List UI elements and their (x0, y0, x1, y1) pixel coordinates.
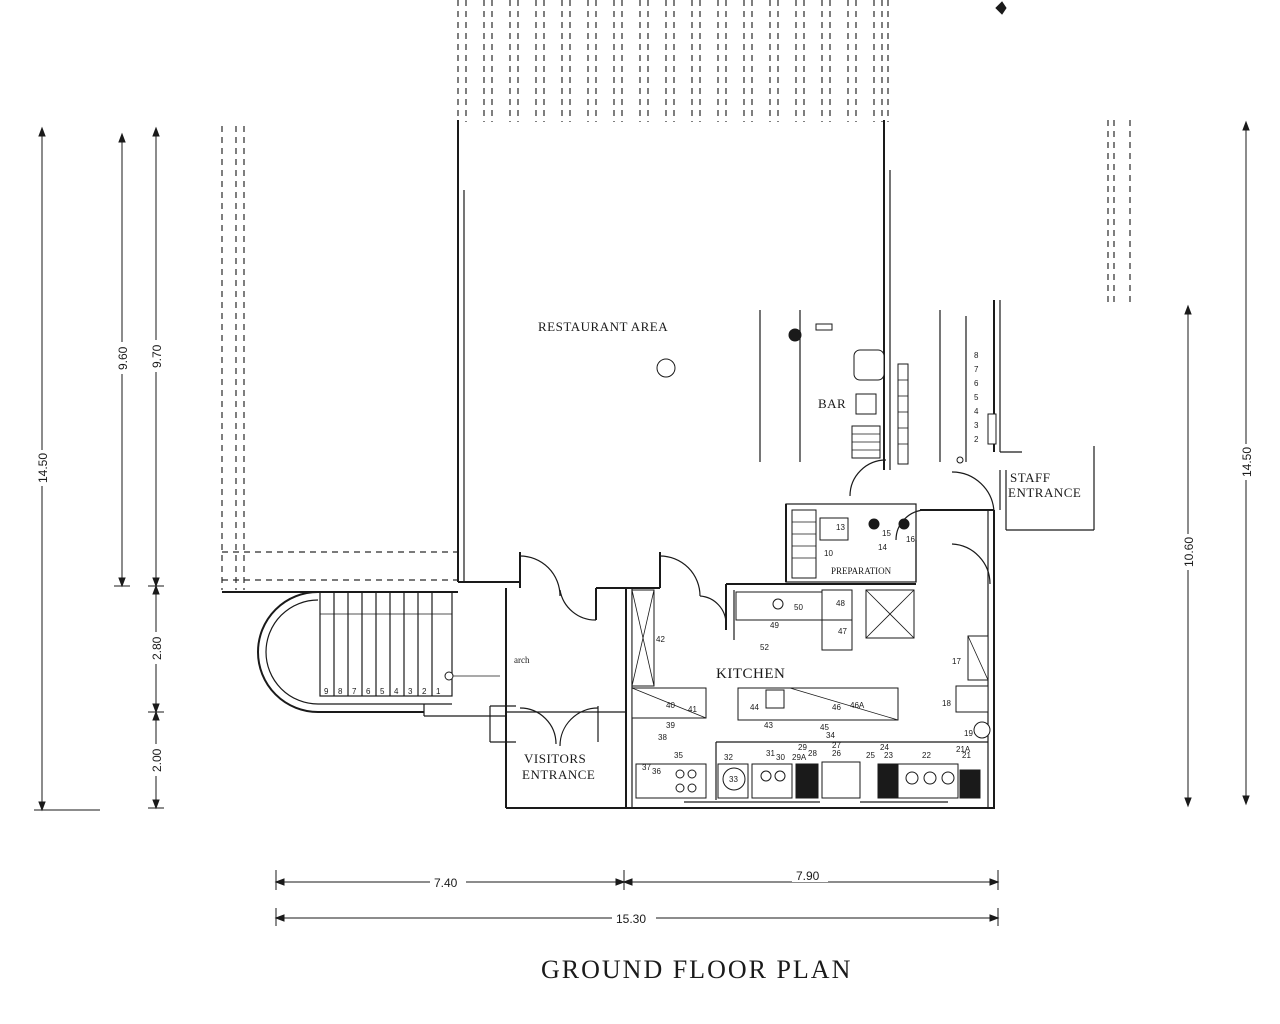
bar-number-4: 4 (974, 407, 979, 416)
eq-num-24: 24 (880, 743, 889, 752)
eq-num-21: 21 (962, 751, 971, 760)
room-labels: RESTAURANT AREA BAR PREPARATION KITCHEN … (514, 319, 1081, 782)
eq-num-27: 27 (832, 741, 841, 750)
eq-num-16: 16 (906, 535, 915, 544)
bar-equipment (788, 323, 997, 465)
bar-number-5: 5 (974, 393, 979, 402)
bar-number-8: 8 (974, 351, 979, 360)
eq-num-31: 31 (766, 749, 775, 758)
bar-number-2: 2 (974, 435, 979, 444)
eq-num-19: 19 (964, 729, 973, 738)
eq-num-29: 29 (798, 743, 807, 752)
dim-bottom-left: 7.40 (434, 876, 458, 890)
stair-step-5: 5 (380, 687, 385, 696)
eq-num-26: 26 (832, 749, 841, 758)
kitchen-equipment (631, 589, 991, 800)
plan-title: GROUND FLOOR PLAN (541, 955, 852, 984)
dim-left-middle: 2.80 (150, 636, 164, 660)
eq-num-42: 42 (656, 635, 665, 644)
staircase (257, 591, 506, 717)
eq-num-50: 50 (794, 603, 803, 612)
restaurant-area-label: RESTAURANT AREA (538, 319, 668, 334)
eq-num-17: 17 (952, 657, 961, 666)
bar-number-7: 7 (974, 365, 979, 374)
visitors-entrance-label-line1: VISITORS (524, 751, 586, 766)
eq-num-52: 52 (760, 643, 769, 652)
eq-num-38: 38 (658, 733, 667, 742)
restaurant-column (656, 358, 676, 378)
building-walls (222, 120, 1095, 809)
eq-num-10: 10 (824, 549, 833, 558)
visitors-entrance-label-line2: ENTRANCE (522, 767, 595, 782)
bar-counter-numbers: 8 7 6 5 4 3 2 (974, 351, 979, 444)
eq-num-34: 34 (826, 731, 835, 740)
eq-num-44: 44 (750, 703, 759, 712)
dim-right-overall: 14.50 (1240, 447, 1254, 477)
eq-num-36: 36 (652, 767, 661, 776)
eq-num-46: 46 (832, 703, 841, 712)
eq-num-28: 28 (808, 749, 817, 758)
equipment-numbers: 10 13 14 15 16 17 18 19 21 21A 22 23 24 … (642, 523, 973, 784)
eq-num-21A: 21A (956, 745, 971, 754)
bar-round-column (788, 328, 802, 342)
eq-num-35: 35 (674, 751, 683, 760)
preparation-label: PREPARATION (831, 566, 892, 576)
bar-number-6: 6 (974, 379, 979, 388)
eq-num-32: 32 (724, 753, 733, 762)
dim-left-lower: 2.00 (150, 748, 164, 772)
eq-num-25: 25 (866, 751, 875, 760)
stair-step-2: 2 (422, 687, 427, 696)
eq-num-40: 40 (666, 701, 675, 710)
eq-num-48: 48 (836, 599, 845, 608)
eq-num-37: 37 (642, 763, 651, 772)
eq-num-14: 14 (878, 543, 887, 552)
eq-num-39: 39 (666, 721, 675, 730)
eq-num-43: 43 (764, 721, 773, 730)
eq-num-29A: 29A (792, 753, 807, 762)
kettle-33 (722, 767, 746, 791)
bar-label: BAR (818, 396, 846, 411)
dimension-labels: 7.40 7.90 15.30 14.50 9.60 9.70 2.80 2.0… (36, 340, 1254, 926)
arch-label: arch (514, 655, 530, 665)
stair-step-4: 4 (394, 687, 399, 696)
staff-entrance-label-line2: ENTRANCE (1008, 485, 1081, 500)
stair-step-9: 9 (324, 687, 329, 696)
dim-left-overall: 14.50 (36, 453, 50, 483)
stair-step-3: 3 (408, 687, 413, 696)
dim-bottom-right: 7.90 (796, 869, 820, 883)
stair-step-1: 1 (436, 687, 441, 696)
staff-entrance-label-line1: STAFF (1010, 470, 1050, 485)
kitchen-label: KITCHEN (716, 666, 785, 682)
eq-num-18: 18 (942, 699, 951, 708)
doors (519, 459, 995, 747)
preparation-equipment (791, 509, 910, 579)
eq-num-49: 49 (770, 621, 779, 630)
eq-num-22: 22 (922, 751, 931, 760)
bar-number-3: 3 (974, 421, 979, 430)
eq-num-13: 13 (836, 523, 845, 532)
eq-num-33: 33 (729, 775, 738, 784)
dimension-lines (34, 120, 1250, 926)
dim-left-upper-a: 9.60 (116, 346, 130, 370)
dim-bottom-total: 15.30 (616, 912, 646, 926)
eq-num-15: 15 (882, 529, 891, 538)
eq-num-23: 23 (884, 751, 893, 760)
eq-num-41: 41 (688, 705, 697, 714)
eq-num-47: 47 (838, 627, 847, 636)
eq-num-30: 30 (776, 753, 785, 762)
terrace-pergola-lines (221, 0, 1131, 590)
dim-left-upper-b: 9.70 (150, 344, 164, 368)
stair-numbers: 9 8 7 6 5 4 3 2 1 (324, 687, 441, 696)
eq-num-45: 45 (820, 723, 829, 732)
dim-right-inner: 10.60 (1182, 537, 1196, 567)
eq-num-46A: 46A (850, 701, 865, 710)
stair-step-8: 8 (338, 687, 343, 696)
stair-step-7: 7 (352, 687, 357, 696)
stair-step-6: 6 (366, 687, 371, 696)
